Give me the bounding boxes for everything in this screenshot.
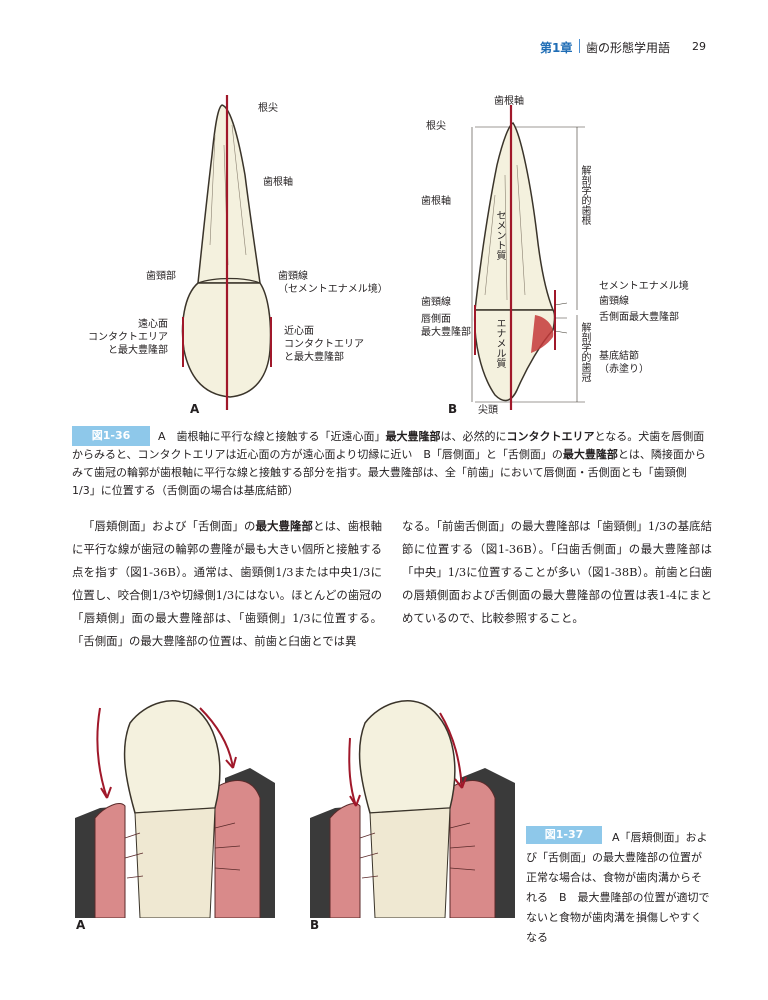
body-left-column: 「唇頬側面」および「舌側面」の最大豊隆部とは、歯根軸に平行な線が歯冠の輪郭の豊隆… (72, 515, 382, 653)
label-cervical-line-a: 歯頸線 (278, 271, 308, 282)
figure-37a-letter: A (76, 918, 86, 932)
section-title: 歯の形態学用語 (586, 41, 671, 55)
figure-36-tag: 図1-36 (72, 426, 150, 446)
label-mesial-max: と最大豊隆部 (284, 352, 344, 363)
label-tooth-axis-b: 歯根軸 (421, 196, 451, 207)
label-cingulum: 基底結節 (599, 351, 639, 362)
label-cej-a: （セメントエナメル境） (278, 284, 388, 295)
caption-36-part3: となる。犬歯を唇側面からみると、コンタクトエリアは近心面の方が遠心面より切縁に近… (72, 430, 705, 461)
label-tooth-axis-top-b: 歯根軸 (494, 96, 524, 107)
caption-36-bold3: 最大豊隆部 (562, 448, 618, 461)
label-mesial-contact: コンタクトエリア (284, 339, 364, 350)
figure-36a-letter: A (190, 402, 200, 416)
label-enamel: エナメル質 (494, 318, 505, 368)
caption-36-bold1: 最大豊隆部 (385, 430, 441, 443)
label-labial-surface: 唇側面 (421, 314, 451, 325)
label-incisal-tip: 尖頭 (478, 405, 498, 416)
caption-36-part4: とは、隣接面からみて歯冠の輪郭が歯根軸に平行な線と接触する部分を指す。最大豊隆部… (72, 448, 706, 497)
page-number: 29 (692, 40, 706, 53)
figure-36a-illustration (181, 95, 272, 410)
body-left-text-1: 「唇頬側面」および「舌側面」の (83, 519, 256, 533)
body-left-text-2: とは、歯根軸に平行な線が歯冠の輪郭の豊隆が最も大きい個所と接触する点を指す（図1… (72, 519, 382, 648)
label-tooth-axis-a: 歯根軸 (263, 177, 293, 188)
label-distal-max: と最大豊隆部 (108, 345, 168, 356)
label-cementum: セメント質 (494, 210, 505, 260)
figure-37-caption: A「唇頬側面」および「舌側面」の最大豊隆部の位置が正常な場合は、食物が歯肉溝から… (526, 831, 710, 944)
label-lingual-max: 舌側面最大豊隆部 (599, 312, 679, 323)
label-mesial-surface: 近心面 (284, 326, 314, 337)
label-cervical-line-b: 歯頸線 (599, 296, 629, 307)
label-cervical-line-left-b: 歯頸線 (421, 297, 451, 308)
body-right-text: なる。「前歯舌側面」の最大豊隆部は「歯頸側」1/3の基底結節に位置する（図1-3… (402, 519, 712, 625)
label-cej-b: セメントエナメル境 (599, 281, 689, 292)
figure-37b-illustration (310, 700, 515, 918)
label-root-apex-a: 根尖 (258, 103, 278, 114)
body-right-column: なる。「前歯舌側面」の最大豊隆部は「歯頸側」1/3の基底結節に位置する（図1-3… (402, 515, 712, 630)
chapter-label: 第1章 (540, 41, 573, 55)
label-cingulum-red: （赤塗り） (599, 364, 649, 375)
caption-36-part1: A 歯根軸に平行な線と接触する「近遠心面」 (158, 430, 386, 443)
label-cervical-a: 歯頸部 (146, 271, 176, 282)
label-distal-surface: 遠心面 (138, 319, 168, 330)
caption-36-part2: は、必然的に (440, 430, 507, 443)
header-divider (579, 39, 580, 53)
caption-36-bold2: コンタクトエリア (506, 430, 595, 443)
figure-36-caption: A 歯根軸に平行な線と接触する「近遠心面」最大豊隆部は、必然的にコンタクトエリア… (72, 428, 712, 500)
label-anatomical-crown: 解剖学的歯冠 (579, 322, 590, 382)
figure-36b-letter: B (448, 402, 458, 416)
figure-36b-illustration (471, 105, 585, 410)
figure-37-tag: 図1-37 (526, 826, 602, 844)
label-labial-max: 最大豊隆部 (421, 327, 471, 338)
label-distal-contact: コンタクトエリア (88, 332, 168, 343)
label-root-apex-b: 根尖 (426, 121, 446, 132)
figure-37b-letter: B (310, 918, 320, 932)
body-left-bold: 最大豊隆部 (255, 519, 314, 533)
figure-37a-illustration (75, 700, 275, 918)
label-anatomical-root: 解剖学的歯根 (579, 165, 590, 225)
